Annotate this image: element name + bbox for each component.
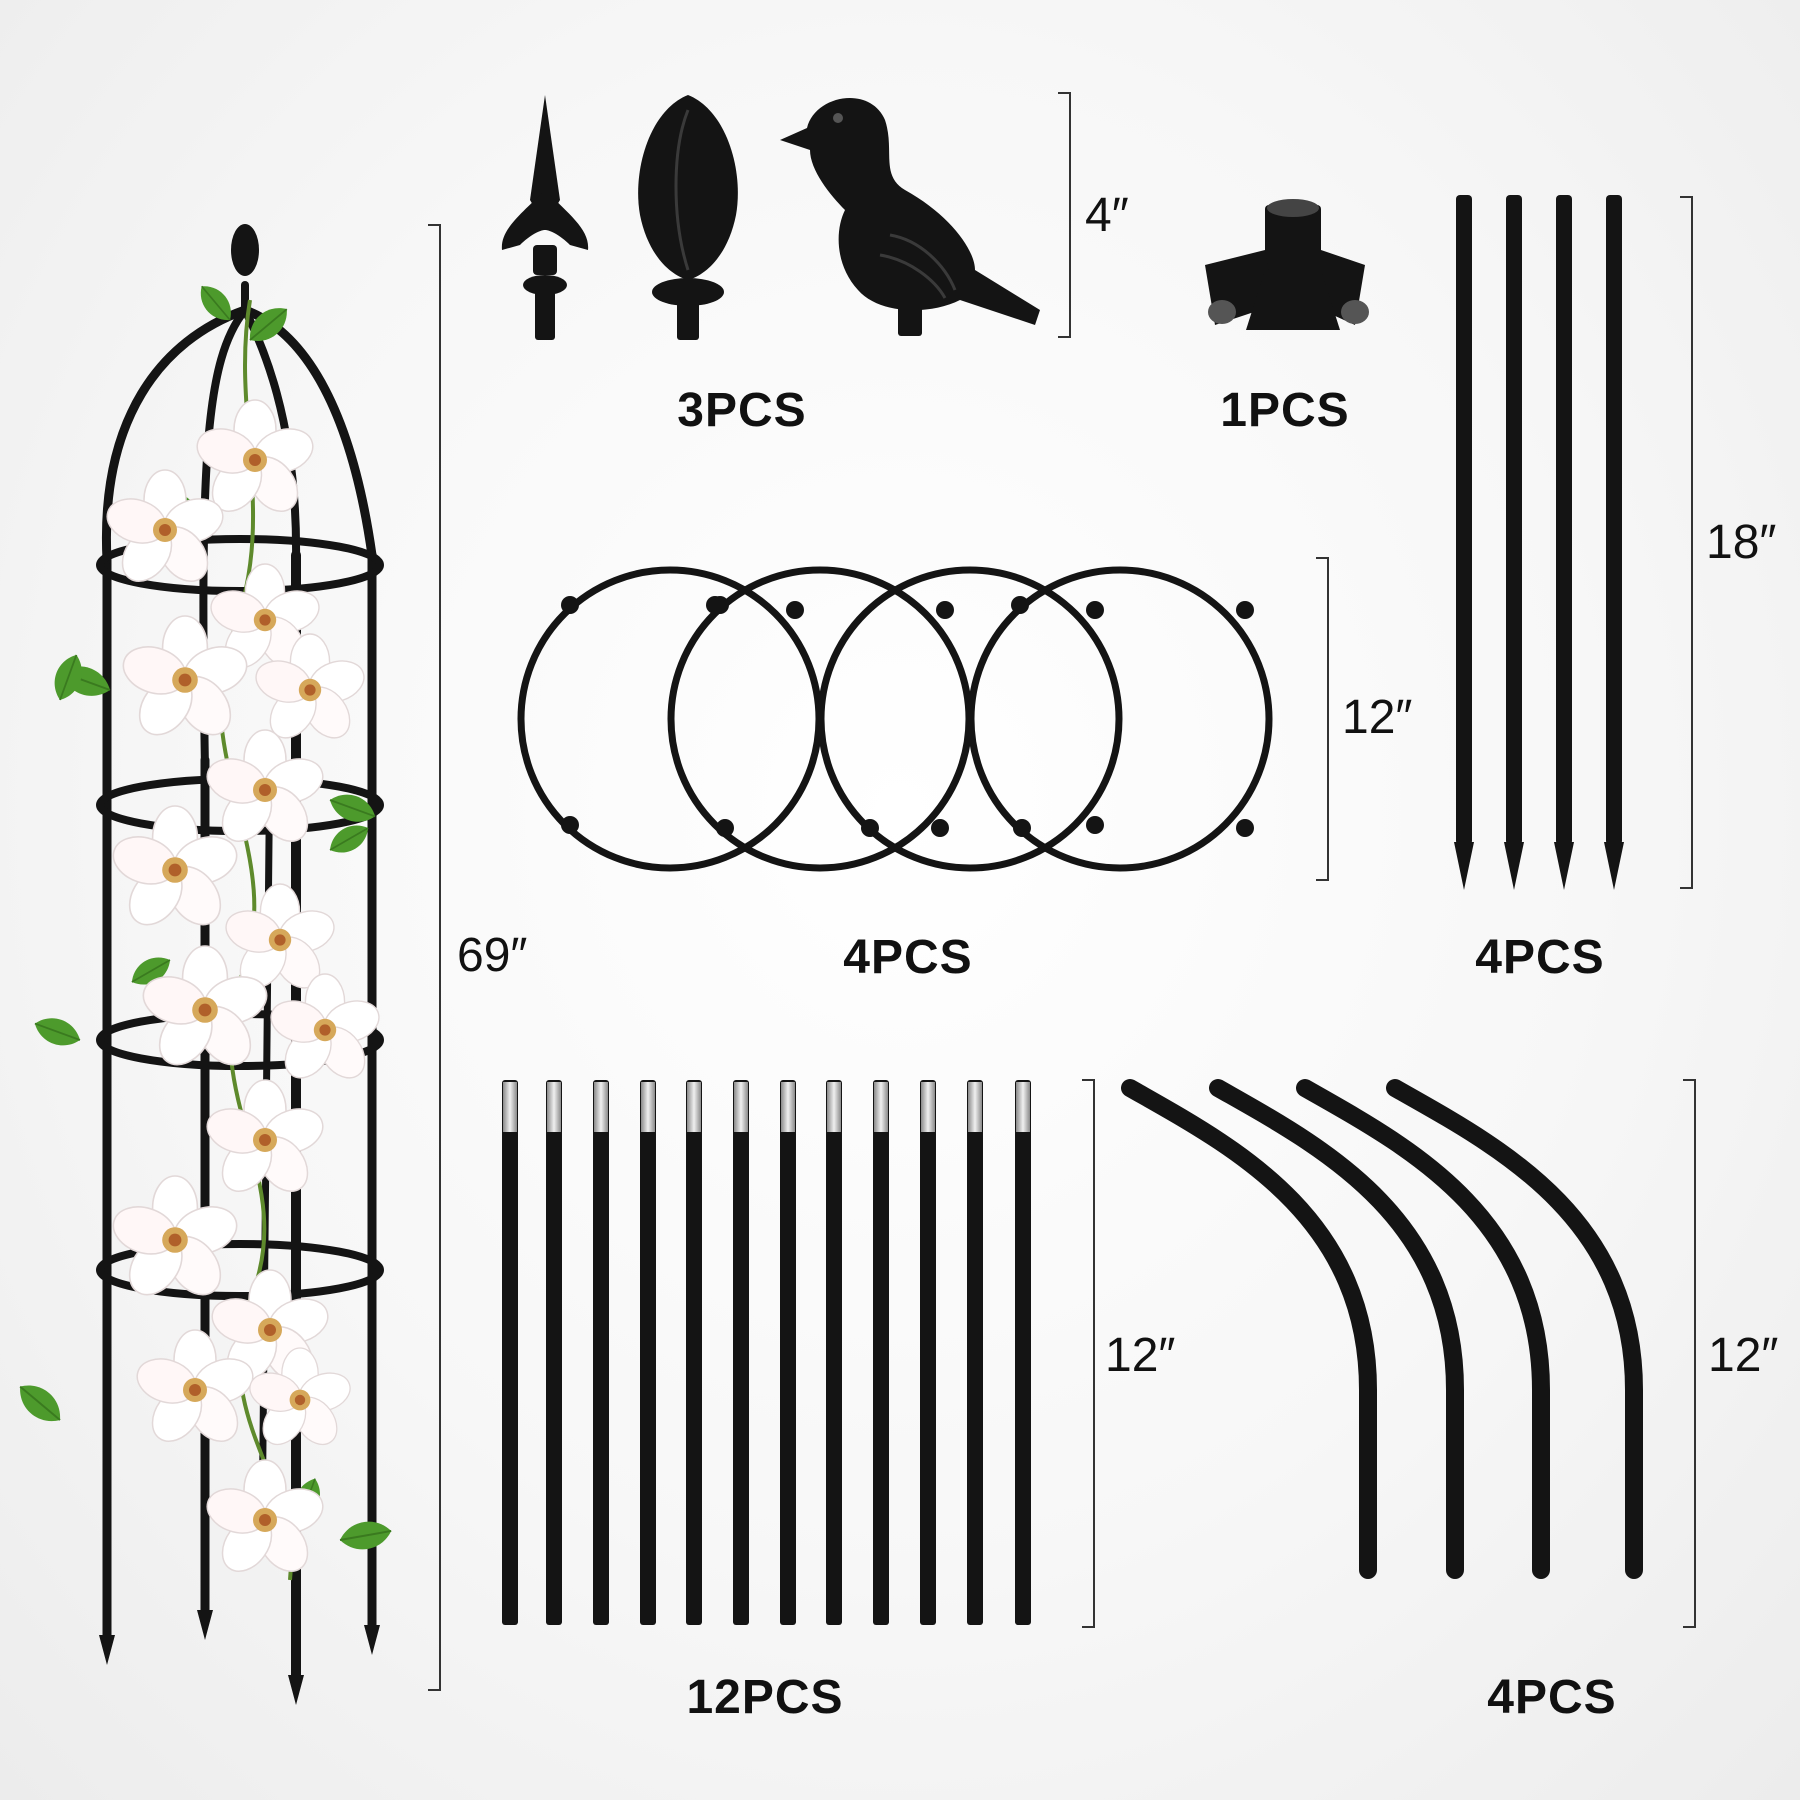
ground-stake [1454, 195, 1474, 890]
finial-spear [501, 95, 589, 340]
stake-length-bracket [1680, 196, 1693, 889]
finial-bud [638, 95, 738, 340]
assembled-trellis [10, 224, 395, 1705]
ring-set [517, 566, 1273, 872]
straight-pole [780, 1080, 796, 1625]
trellis-finial [231, 224, 259, 276]
ring-quantity-label: 4PCS [843, 931, 973, 984]
ring-diameter-bracket [1316, 557, 1329, 881]
ring-diameter-label: 12″ [1342, 691, 1413, 744]
curved-pole-length-label: 12″ [1708, 1329, 1779, 1382]
straight-pole [502, 1080, 518, 1625]
ground-stake [1604, 195, 1624, 890]
curved-pole-quantity-label: 4PCS [1487, 1671, 1617, 1724]
stake-quantity-label: 4PCS [1475, 931, 1605, 984]
top-connector [1205, 199, 1369, 330]
trellis-height-bracket [428, 224, 441, 1691]
curved-pole-set [1121, 1079, 1643, 1621]
curved-pole [1121, 1079, 1377, 1621]
straight-pole [686, 1080, 702, 1625]
curved-pole [1386, 1079, 1643, 1621]
straight-pole [546, 1080, 562, 1625]
straight-pole [733, 1080, 749, 1625]
climbing-plant [10, 278, 395, 1582]
straight-pole [873, 1080, 889, 1625]
straight-pole [1015, 1080, 1031, 1625]
finial-height-bracket [1058, 92, 1071, 338]
ground-stake-set [1454, 195, 1624, 890]
straight-pole-set [502, 1080, 1031, 1625]
ring [817, 566, 1123, 872]
finial-height-label: 4″ [1085, 189, 1129, 242]
finial-set [501, 95, 1040, 340]
straight-pole [826, 1080, 842, 1625]
finial-quantity-label: 3PCS [677, 384, 807, 437]
straight-pole [593, 1080, 609, 1625]
straight-pole [640, 1080, 656, 1625]
ring [967, 566, 1273, 872]
straight-pole [920, 1080, 936, 1625]
pole-length-bracket [1082, 1079, 1095, 1628]
connector-quantity-label: 1PCS [1220, 384, 1350, 437]
ring-clips [561, 596, 1254, 837]
pole-length-label: 12″ [1105, 1329, 1176, 1382]
finial-bird [780, 98, 1040, 336]
ground-stake [1504, 195, 1524, 890]
curved-pole [1296, 1079, 1550, 1621]
curved-pole [1209, 1079, 1464, 1621]
pole-quantity-label: 12PCS [686, 1671, 844, 1724]
stake-length-label: 18″ [1706, 516, 1777, 569]
trellis-height-label: 69″ [457, 929, 528, 982]
curved-pole-bracket [1683, 1079, 1696, 1628]
ground-stake [1554, 195, 1574, 890]
trellis-stake-tips [99, 1610, 380, 1705]
straight-pole [967, 1080, 983, 1625]
